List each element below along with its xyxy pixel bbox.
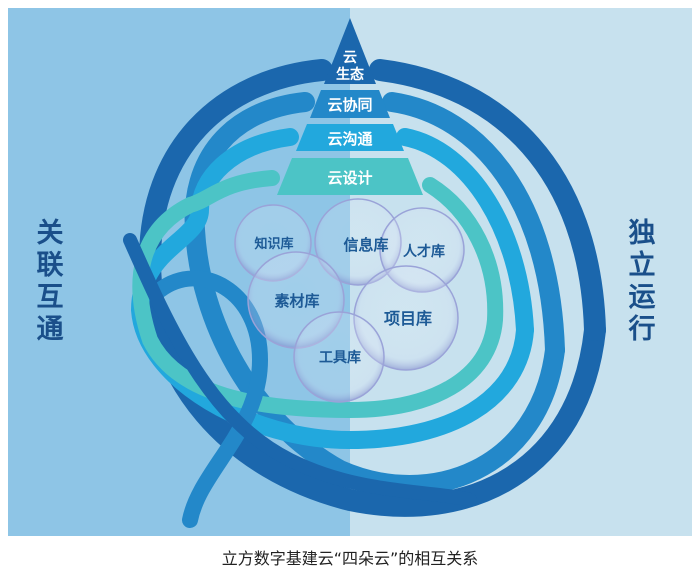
bubble-knowledge-label: 知识库 <box>254 236 293 252</box>
bubble-project-label: 项目库 <box>384 309 432 328</box>
bubbles <box>234 198 465 403</box>
tier-design-label: 云设计 <box>327 169 372 187</box>
interlaced-rings <box>123 59 606 528</box>
tier-communication-label: 云沟通 <box>327 130 372 148</box>
ring-teal <box>132 170 504 419</box>
ring-knot-1 <box>152 270 269 528</box>
ring-light-right <box>396 128 534 339</box>
tier-ecosystem-label-2: 生态 <box>336 66 364 83</box>
bubble-talent-label: 人才库 <box>403 243 445 260</box>
ring-knot-2 <box>123 233 477 507</box>
tier-ecosystem-label-1: 云 <box>343 50 357 66</box>
ring-dark <box>138 59 606 517</box>
bubble-information-label: 信息库 <box>343 236 388 254</box>
tier-collaboration-label: 云协同 <box>327 96 372 114</box>
tier-ecosystem <box>324 18 376 84</box>
left-label-interconnection: 关联互通 <box>36 218 64 345</box>
tier-communication <box>296 124 404 151</box>
ring-mid-right <box>382 92 565 360</box>
tier-collaboration <box>310 90 390 118</box>
bubble-material-label: 素材库 <box>274 292 319 310</box>
right-label-independent: 独立运行 <box>628 218 656 345</box>
pyramid: 云 生态 云协同 云沟通 云设计 <box>277 18 423 195</box>
tier-design <box>277 158 423 195</box>
bubble-tool-label: 工具库 <box>319 349 361 366</box>
figure-caption: 立方数字基建云“四朵云”的相互关系 <box>221 549 479 568</box>
bubble-tool <box>293 311 385 403</box>
ring-dark-right <box>369 59 606 341</box>
